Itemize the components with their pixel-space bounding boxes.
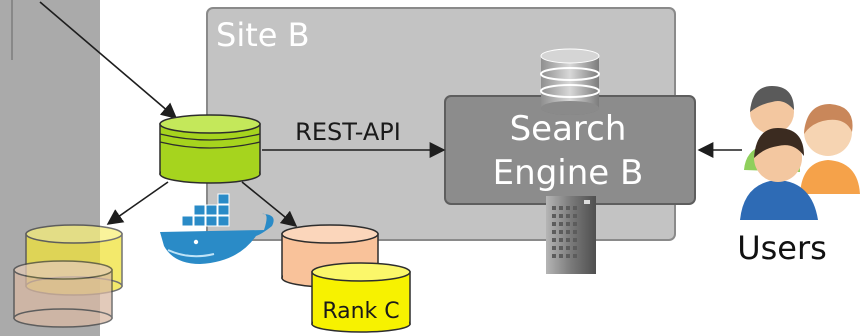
server-tower-icon <box>546 196 596 274</box>
search-engine-line1: Search <box>510 109 627 149</box>
database-icon <box>540 48 600 115</box>
connection-arrows <box>39 1 742 228</box>
search-engine-line2: Engine B <box>493 153 644 193</box>
green-database-icon <box>159 114 261 184</box>
rank-c-label: Rank C <box>322 299 399 324</box>
users-icon <box>740 86 860 220</box>
site-b-label: Site B <box>216 16 310 54</box>
docker-whale-icon <box>160 193 274 264</box>
rest-api-label: REST-API <box>295 118 401 146</box>
rank-c-database: Rank C <box>311 262 411 333</box>
users-label: Users <box>737 229 827 267</box>
faded-database-peach <box>13 260 113 328</box>
